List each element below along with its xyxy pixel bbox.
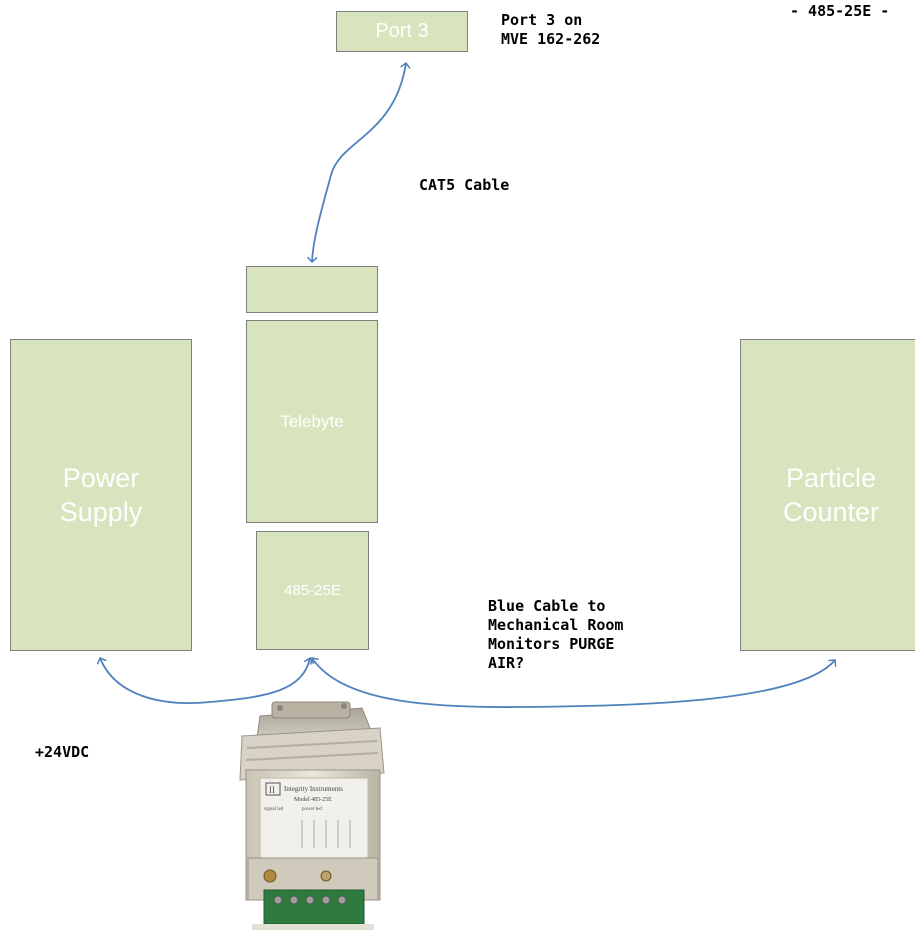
cat5-cable: [312, 63, 406, 262]
device-model: Model 485-25E: [294, 797, 332, 803]
device-brand: Integrity Instruments: [284, 785, 343, 793]
power-led-label: power led: [302, 807, 322, 812]
svg-text:II: II: [269, 785, 275, 795]
device-photo: II Integrity Instruments Model 485-25E s…: [222, 698, 400, 931]
signal-led-label: signal led: [264, 807, 284, 812]
power-cable: [100, 658, 310, 703]
